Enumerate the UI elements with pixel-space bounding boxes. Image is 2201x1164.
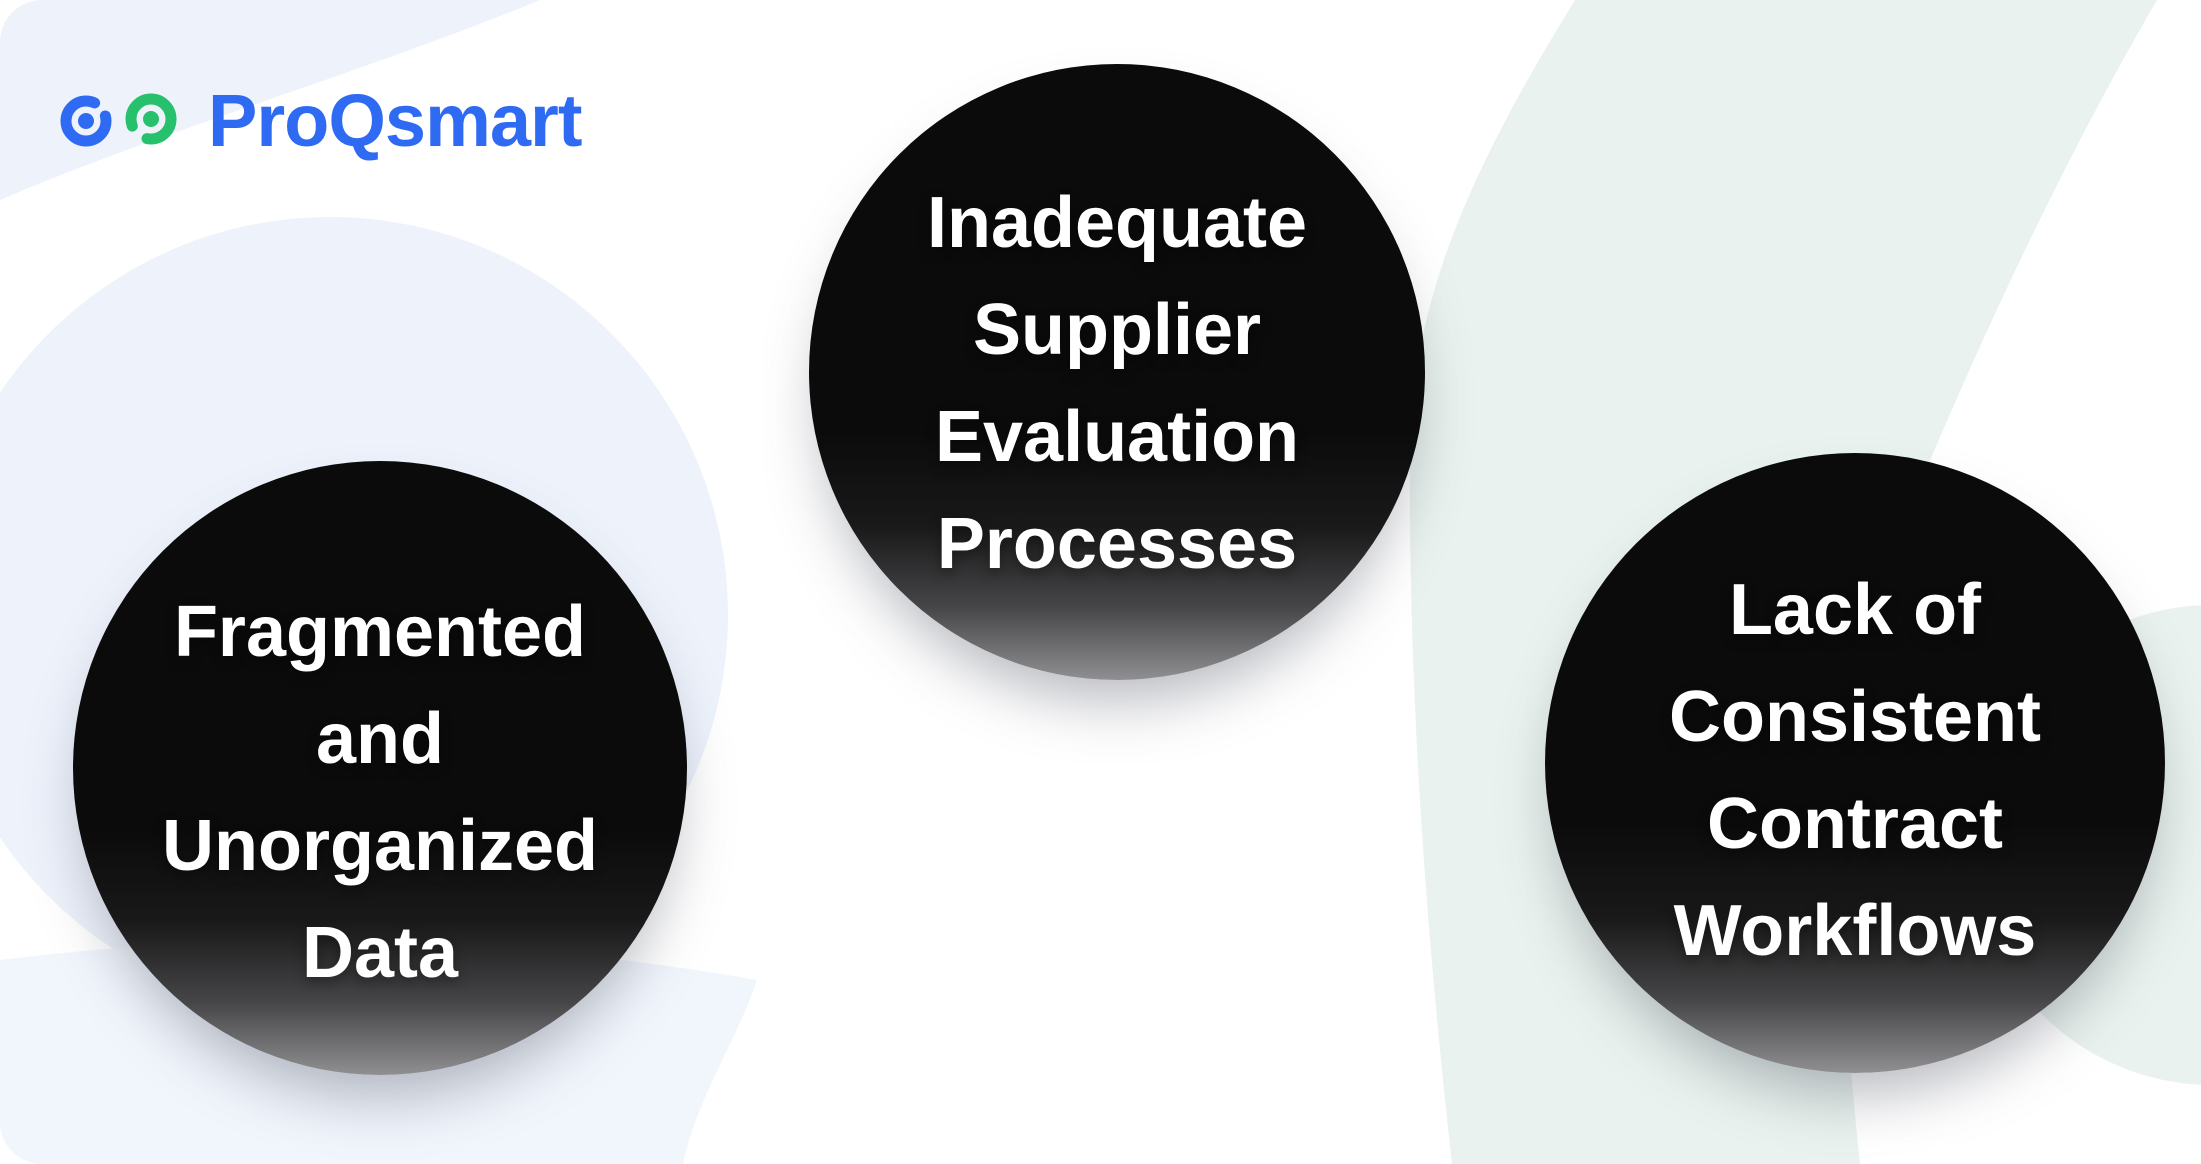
circle-label-line: Data bbox=[301, 913, 459, 993]
circle-label-line: Fragmented bbox=[173, 592, 587, 672]
circle-label-line: Contract bbox=[1706, 784, 2003, 864]
circle-label-line: Supplier bbox=[972, 290, 1262, 370]
logo-dot-left bbox=[78, 113, 94, 129]
logo-ring-right bbox=[125, 93, 177, 145]
circle-lack-consistent-contract-workflows: Lack of Consistent Contract Workflows bbox=[1545, 453, 2165, 1073]
circle-inadequate-supplier-evaluation: Inadequate Supplier Evaluation Processes bbox=[809, 64, 1425, 680]
proqsmart-logo-icon bbox=[60, 93, 177, 147]
circle-fragmented-unorganized-data: Fragmented and Unorganized Data bbox=[73, 461, 687, 1075]
logo-ring-left bbox=[60, 95, 112, 147]
circle-label-line: Inadequate bbox=[926, 183, 1308, 263]
circle-label-line: Unorganized bbox=[161, 806, 598, 886]
circle-label-line: Consistent bbox=[1668, 677, 2042, 757]
circle-label: Fragmented and Unorganized Data bbox=[162, 579, 598, 1007]
brand-name: ProQsmart bbox=[208, 79, 582, 162]
left-swirl-top-band bbox=[0, 0, 540, 200]
circle-label-line: Workflows bbox=[1673, 891, 2037, 971]
circle-label-line: Lack of bbox=[1728, 570, 1982, 650]
brand-logo: ProQsmart bbox=[58, 79, 582, 162]
circle-label-line: Processes bbox=[936, 504, 1298, 584]
circle-label-line: and bbox=[315, 699, 444, 779]
circle-label: Lack of Consistent Contract Workflows bbox=[1669, 557, 2041, 985]
circle-label: Inadequate Supplier Evaluation Processes bbox=[927, 170, 1307, 598]
circle-label-line: Evaluation bbox=[934, 397, 1300, 477]
logo-dot-right bbox=[143, 111, 159, 127]
